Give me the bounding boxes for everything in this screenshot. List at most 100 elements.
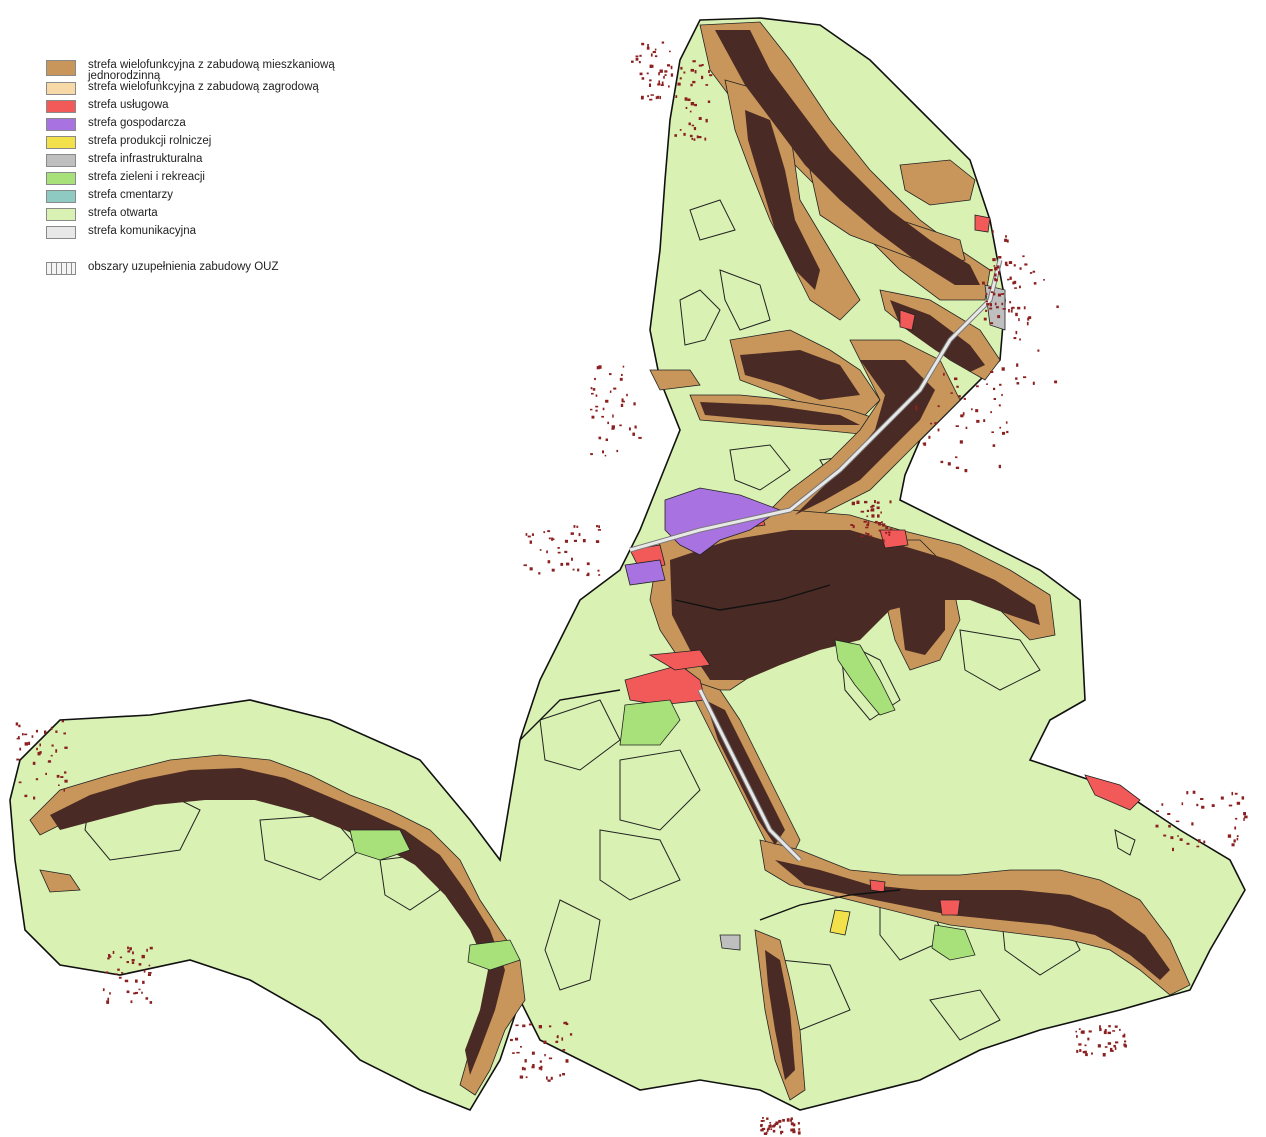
- building-dot: [689, 110, 692, 113]
- building-dot: [1084, 1044, 1087, 1047]
- building-dot: [660, 84, 664, 86]
- building-dot: [690, 102, 695, 106]
- building-dot: [566, 562, 570, 566]
- building-dot: [1013, 280, 1017, 284]
- building-dot: [995, 306, 999, 309]
- building-dot: [547, 1079, 551, 1082]
- building-dot: [562, 1073, 565, 1076]
- building-dot: [765, 1131, 768, 1135]
- building-dot: [965, 426, 968, 429]
- legend-swatch: [46, 60, 76, 76]
- building-dot: [786, 1118, 790, 1122]
- building-dot: [621, 400, 625, 403]
- building-dot: [146, 948, 148, 952]
- building-dot: [36, 747, 38, 751]
- building-dot: [780, 1130, 784, 1133]
- building-dot: [992, 258, 996, 262]
- building-dot: [520, 1046, 522, 1048]
- building-dot: [889, 528, 893, 531]
- building-dot: [632, 432, 635, 436]
- building-dot: [877, 515, 880, 518]
- building-dot: [798, 1128, 801, 1131]
- legend-label: strefa infrastrukturalna: [88, 153, 203, 165]
- building-dot: [1161, 803, 1164, 806]
- building-dot: [1023, 306, 1026, 310]
- building-dot: [561, 1037, 564, 1041]
- building-dot: [569, 1033, 573, 1036]
- building-dot: [882, 523, 886, 527]
- building-dot: [692, 80, 696, 84]
- building-dot: [525, 533, 528, 536]
- building-dot: [1243, 817, 1245, 821]
- building-dot: [134, 991, 138, 994]
- building-dot: [607, 421, 609, 425]
- building-dot: [512, 1052, 515, 1054]
- building-dot: [106, 1000, 110, 1004]
- building-dot: [621, 398, 624, 402]
- building-dot: [18, 724, 21, 728]
- legend-label: strefa otwarta: [88, 207, 158, 219]
- building-dot: [772, 1129, 776, 1133]
- building-dot: [48, 760, 51, 763]
- building-dot: [994, 267, 998, 271]
- building-dot: [956, 385, 959, 388]
- building-dot: [515, 1037, 519, 1041]
- building-dot: [604, 454, 607, 457]
- building-dot: [15, 722, 19, 726]
- building-dot: [955, 466, 960, 469]
- building-dot: [992, 444, 996, 447]
- building-dot: [1109, 1049, 1112, 1052]
- building-dot: [563, 1021, 566, 1025]
- building-dot: [1027, 317, 1030, 321]
- building-dot: [934, 422, 937, 425]
- building-dot: [63, 732, 66, 735]
- building-dot: [866, 509, 870, 512]
- building-dot: [619, 424, 622, 427]
- legend-item: strefa infrastrukturalna: [46, 152, 406, 170]
- building-dot: [1227, 834, 1232, 838]
- building-dot: [997, 315, 1001, 319]
- building-dot: [937, 428, 940, 432]
- production-zones: [829, 909, 851, 936]
- building-dot: [1211, 804, 1215, 807]
- building-dot: [971, 408, 973, 411]
- building-dot: [141, 954, 145, 959]
- building-dot: [1186, 791, 1189, 795]
- legend-item: strefa wielofunkcyjna z zabudową zagrodo…: [46, 80, 406, 98]
- building-dot: [990, 411, 992, 414]
- building-dot: [16, 758, 20, 761]
- building-dot: [1110, 1049, 1114, 1052]
- building-dot: [64, 746, 68, 749]
- building-dot: [126, 961, 129, 964]
- building-dot: [993, 398, 996, 400]
- building-dot: [1099, 1025, 1101, 1029]
- building-dot: [1156, 810, 1159, 812]
- building-dot: [1078, 1043, 1082, 1046]
- building-dot: [766, 1128, 769, 1132]
- building-dot: [994, 302, 997, 306]
- building-dot: [58, 784, 60, 786]
- building-dot: [35, 778, 39, 781]
- building-dot: [1177, 835, 1179, 837]
- building-dot: [135, 979, 138, 983]
- map-legend: strefa wielofunkcyjna z zabudową mieszka…: [46, 58, 406, 278]
- building-dot: [613, 387, 617, 390]
- building-dot: [539, 1060, 542, 1063]
- building-dot: [991, 431, 994, 433]
- building-dot: [761, 1127, 766, 1130]
- building-dot: [797, 1122, 800, 1125]
- legend-swatch: [46, 82, 76, 95]
- building-dot: [867, 523, 870, 527]
- building-dot: [546, 550, 548, 554]
- building-dot: [649, 83, 651, 87]
- building-dot: [680, 66, 683, 70]
- building-dot: [609, 390, 612, 393]
- building-dot: [1023, 376, 1027, 379]
- building-dot: [1084, 1050, 1087, 1054]
- building-dot: [657, 95, 659, 99]
- building-dot: [1099, 1028, 1102, 1032]
- building-dot: [985, 293, 988, 295]
- building-dot: [985, 300, 988, 303]
- building-dot: [1079, 1049, 1082, 1052]
- building-dot: [147, 973, 151, 976]
